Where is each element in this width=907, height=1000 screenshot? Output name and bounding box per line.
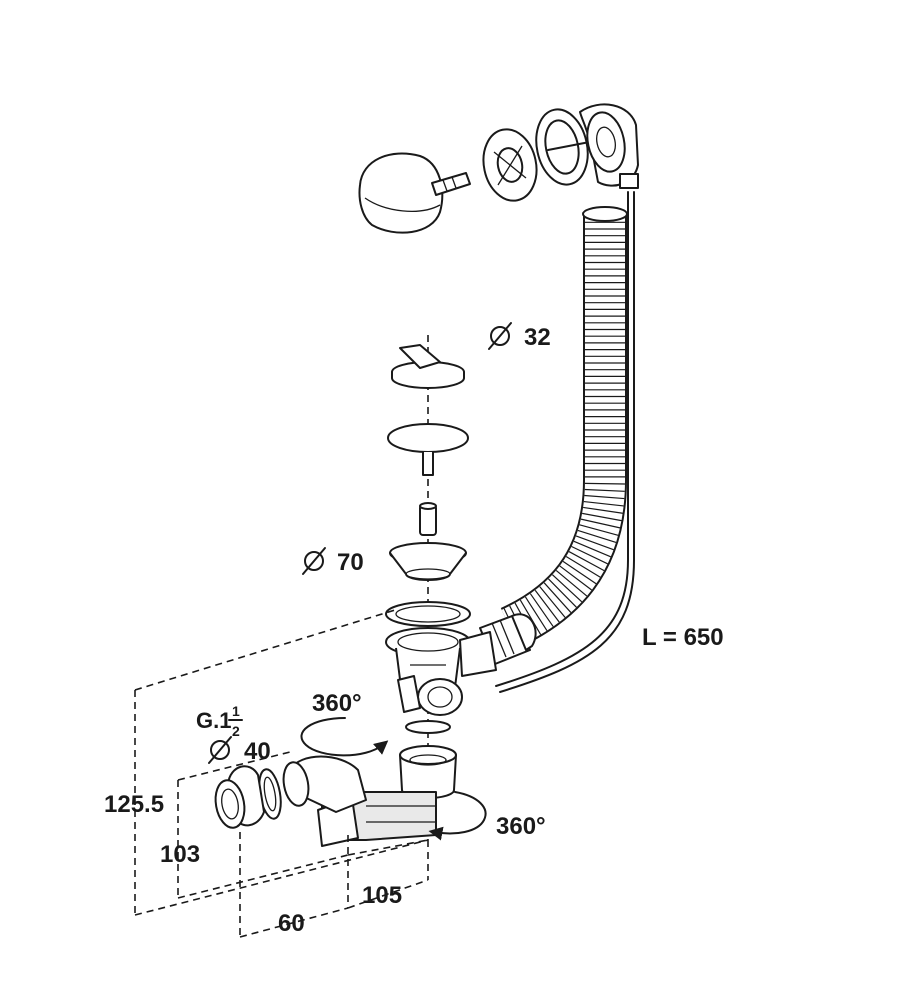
overflow-cover bbox=[358, 152, 444, 234]
cable-actuator bbox=[397, 675, 463, 716]
bore-mid-value: 70 bbox=[337, 549, 364, 576]
thread-fraction-denominator: 2 bbox=[232, 723, 240, 739]
sealing-ring bbox=[405, 720, 451, 734]
rotation-arrow-icon bbox=[300, 717, 389, 757]
trap-nut bbox=[399, 745, 457, 799]
bore-top-label: 32 bbox=[488, 322, 551, 351]
overflow-body bbox=[579, 103, 639, 189]
overflow-screw bbox=[431, 172, 471, 196]
outlet-nut bbox=[214, 765, 265, 829]
flexible-overflow-hose bbox=[500, 206, 628, 648]
bore-top-value: 32 bbox=[524, 324, 551, 351]
plug-pin bbox=[419, 502, 437, 536]
diameter-symbol-icon bbox=[488, 322, 512, 350]
outlet-diameter-label: 40 bbox=[208, 736, 271, 765]
hose-length-label: L = 650 bbox=[642, 624, 724, 651]
bowden-cable bbox=[495, 191, 635, 693]
waste-flange bbox=[385, 601, 471, 627]
rotation-arrow-icon bbox=[428, 791, 487, 841]
dimension-lines bbox=[134, 609, 429, 938]
height-outlet-label: 103 bbox=[160, 841, 200, 868]
outlet-elbow bbox=[282, 755, 367, 813]
rotation-top-label: 360° bbox=[312, 690, 362, 717]
strainer-ring bbox=[389, 542, 467, 581]
plug-cap bbox=[387, 423, 469, 476]
outlet-diameter-value: 40 bbox=[244, 738, 271, 765]
height-total-label: 125.5 bbox=[104, 791, 164, 818]
diameter-symbol-icon bbox=[208, 736, 232, 764]
rotation-right-label: 360° bbox=[496, 813, 546, 840]
bore-mid-label: 70 bbox=[302, 547, 364, 576]
thread-fraction-numerator: 1 bbox=[232, 703, 240, 719]
thread-size-label: G.1 1 2 bbox=[196, 703, 243, 739]
control-knob bbox=[391, 344, 465, 389]
thread-prefix: G.1 bbox=[196, 708, 231, 733]
width-spacing-label: 60 bbox=[278, 910, 305, 937]
diameter-symbol-icon bbox=[302, 547, 326, 575]
width-outlet-label: 105 bbox=[362, 882, 402, 909]
overflow-spider-plate bbox=[482, 128, 538, 202]
overflow-gasket bbox=[535, 108, 601, 186]
